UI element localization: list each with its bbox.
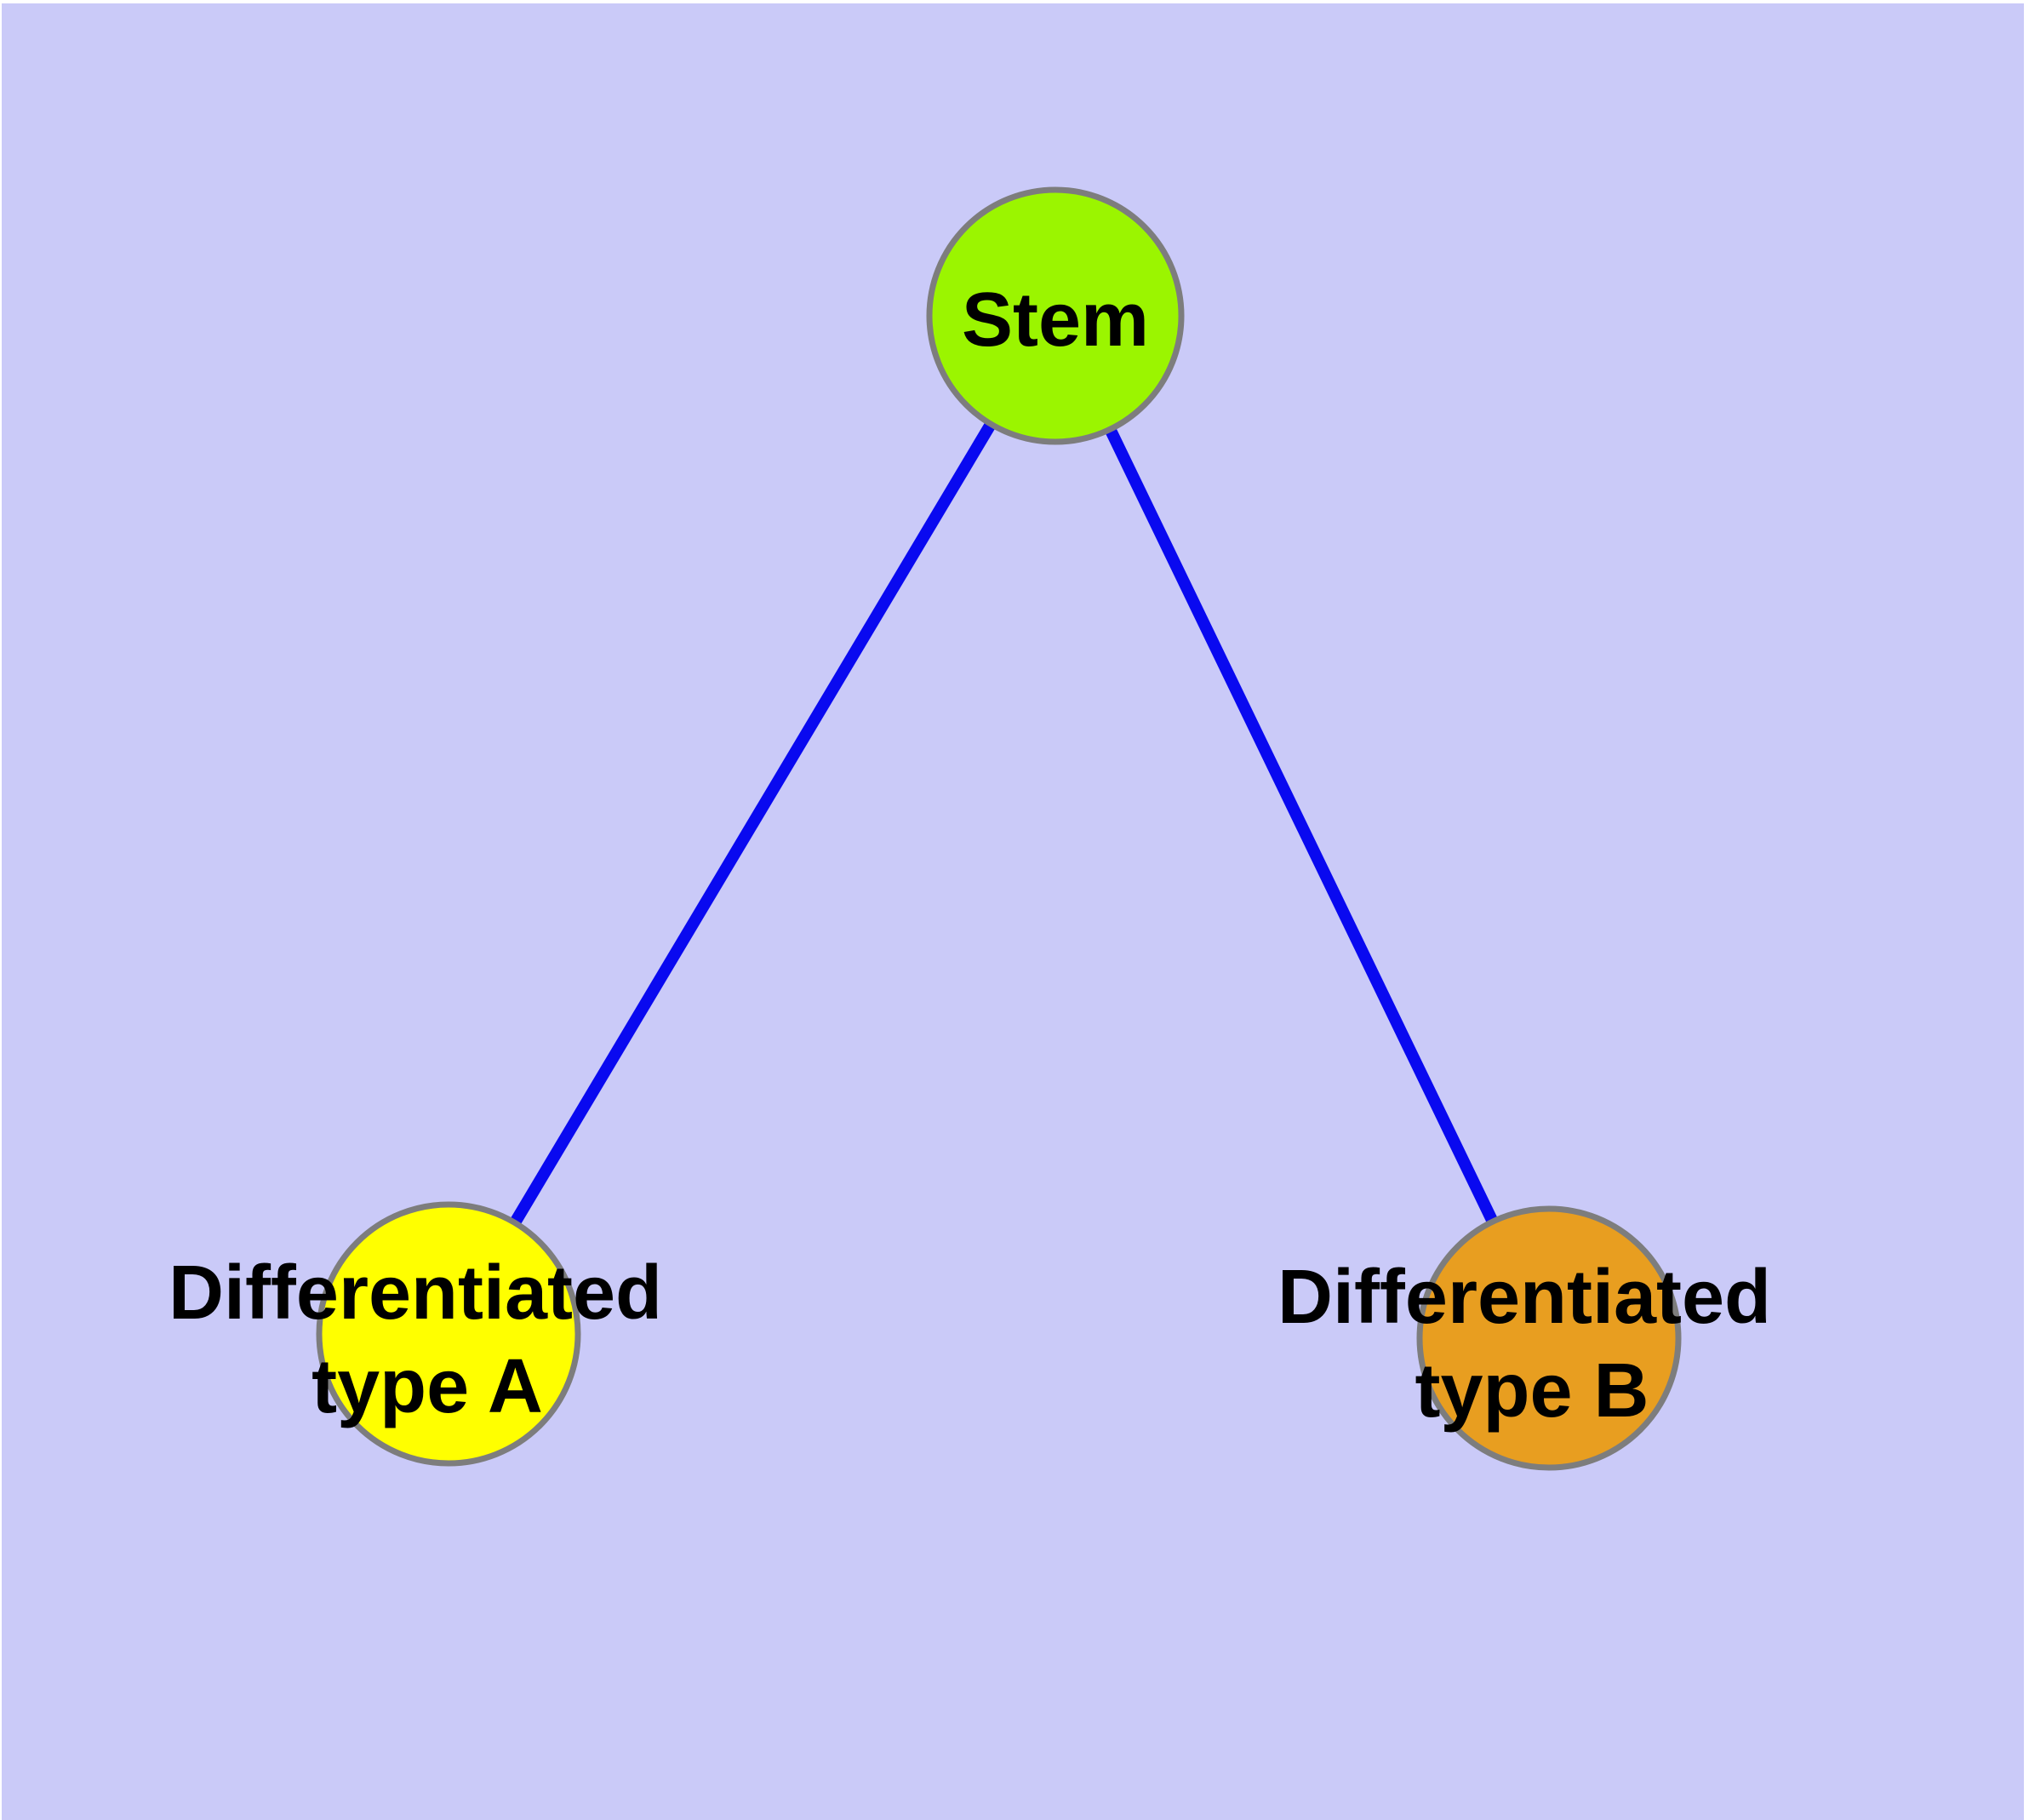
edge-stem-to-type-a: [443, 312, 1061, 1337]
node-stem-label: Stem: [962, 278, 1149, 363]
node-type-b: Differentiated type B: [1277, 1205, 1771, 1471]
edge-group: [443, 312, 1555, 1342]
node-stem-circle: [926, 186, 1185, 445]
node-type-a-label-line2: type A: [311, 1344, 543, 1429]
node-stem: Stem: [926, 186, 1185, 445]
node-type-b-label-line2: type B: [1415, 1348, 1649, 1434]
node-type-a-label-line1: Differentiated: [169, 1251, 662, 1336]
edge-stem-to-type-b: [1049, 312, 1555, 1342]
node-type-a-circle: [316, 1201, 581, 1467]
node-type-a: Differentiated type A: [169, 1201, 662, 1467]
node-type-b-circle: [1416, 1205, 1682, 1471]
node-type-b-label-line1: Differentiated: [1277, 1255, 1771, 1340]
